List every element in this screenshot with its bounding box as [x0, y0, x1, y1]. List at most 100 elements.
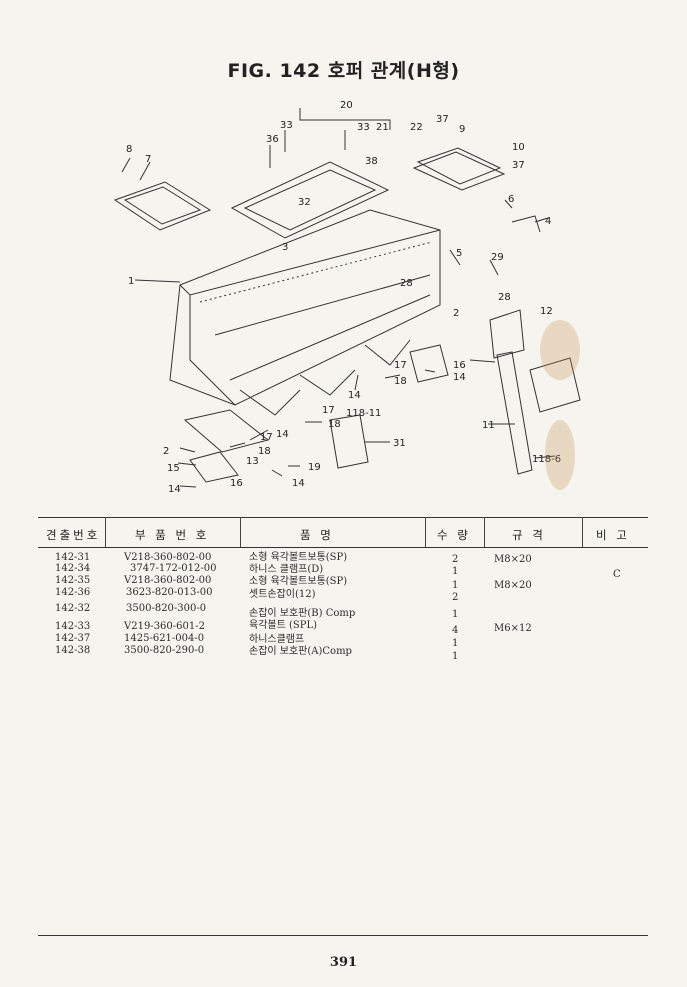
row-note: C — [613, 569, 621, 580]
header-ref: 견출번호 — [46, 528, 101, 542]
svg-text:2: 2 — [453, 308, 459, 319]
row-part-no: 3747-172-012-00 — [130, 563, 217, 574]
header-note: 비 고 — [596, 528, 630, 542]
row-ref: 142-33 — [55, 621, 91, 632]
svg-text:4: 4 — [545, 216, 551, 227]
row-part-no: V218-360-802-00 — [124, 575, 212, 586]
svg-text:9: 9 — [459, 124, 465, 135]
row-part-no: 3623-820-013-00 — [126, 587, 213, 598]
row-part-no: V219-360-601-2 — [124, 621, 205, 632]
svg-text:15: 15 — [167, 463, 180, 474]
row-ref: 142-31 — [55, 552, 91, 563]
row-qty: 1 — [452, 580, 459, 591]
row-spec: M8×20 — [494, 580, 532, 591]
svg-text:19: 19 — [308, 462, 321, 473]
svg-text:18: 18 — [258, 446, 271, 457]
row-ref: 142-35 — [55, 575, 91, 586]
stain-mark — [540, 320, 580, 380]
svg-text:16: 16 — [230, 478, 243, 489]
row-name: 하니스클램프 — [249, 634, 305, 645]
cover-plate-right — [416, 147, 502, 185]
header-qty: 수 량 — [437, 528, 471, 542]
column-divider — [484, 517, 485, 547]
svg-text:28: 28 — [498, 292, 511, 303]
svg-text:10: 10 — [512, 142, 525, 153]
svg-text:29: 29 — [491, 252, 504, 263]
row-spec: M8×20 — [494, 554, 532, 565]
svg-text:20: 20 — [340, 100, 353, 111]
svg-text:14: 14 — [453, 372, 466, 383]
row-ref: 142-37 — [55, 633, 91, 644]
row-qty: 2 — [452, 554, 459, 565]
svg-text:21: 21 — [376, 122, 389, 133]
svg-text:38: 38 — [365, 156, 378, 167]
row-qty: 1 — [452, 651, 459, 662]
svg-text:31: 31 — [393, 438, 406, 449]
svg-text:5: 5 — [456, 248, 462, 259]
hopper-exploded-diagram: 20 33 33 21 22 37 9 10 37 8 7 36 38 32 6… — [113, 100, 581, 495]
svg-text:28: 28 — [400, 278, 413, 289]
svg-text:36: 36 — [266, 134, 279, 145]
row-qty: 1 — [452, 638, 459, 649]
header-name: 품 명 — [300, 528, 334, 542]
row-part-no: 3500-820-290-0 — [124, 645, 205, 656]
svg-text:14: 14 — [292, 478, 305, 489]
svg-text:1: 1 — [128, 276, 134, 287]
cover-plate-left — [113, 181, 212, 231]
row-qty: 1 — [452, 609, 459, 620]
row-ref: 142-38 — [55, 645, 91, 656]
row-part-no: 3500-820-300-0 — [126, 603, 207, 614]
svg-text:16: 16 — [453, 360, 466, 371]
svg-text:14: 14 — [276, 429, 289, 440]
row-qty: 2 — [452, 592, 459, 603]
column-divider — [240, 517, 241, 547]
svg-text:33: 33 — [280, 120, 293, 131]
svg-text:14: 14 — [348, 390, 361, 401]
svg-text:3: 3 — [282, 242, 288, 253]
svg-text:17: 17 — [322, 405, 335, 416]
table-bottom-rule — [38, 935, 648, 936]
row-ref: 142-32 — [55, 603, 91, 614]
top-lid — [230, 161, 390, 239]
table-header-rule — [38, 547, 648, 548]
svg-text:17: 17 — [260, 432, 273, 443]
svg-text:37: 37 — [512, 160, 525, 171]
header-spec: 규 격 — [512, 528, 546, 542]
row-name: 손잡이 보호판(A)Comp — [249, 646, 352, 657]
svg-text:33: 33 — [357, 122, 370, 133]
row-ref: 142-34 — [55, 563, 91, 574]
figure-title: FIG. 142 호퍼 관계(H형) — [227, 60, 460, 82]
svg-text:32: 32 — [298, 197, 311, 208]
row-name: 육각볼트 (SPL) — [249, 620, 318, 631]
row-part-no: V218-360-802-00 — [124, 552, 212, 563]
svg-text:22: 22 — [410, 122, 423, 133]
svg-text:18: 18 — [328, 419, 341, 430]
svg-text:12: 12 — [540, 306, 553, 317]
svg-text:11: 11 — [482, 420, 495, 431]
svg-text:2: 2 — [163, 446, 169, 457]
row-name: 손잡이 보호판(B) Comp — [249, 608, 356, 619]
hopper-body — [169, 209, 441, 406]
page-number: 391 — [329, 955, 358, 970]
svg-text:6: 6 — [508, 194, 514, 205]
row-part-no: 1425-621-004-0 — [124, 633, 205, 644]
column-divider — [105, 517, 106, 547]
row-name: 소형 육각볼트보통(SP) — [249, 552, 348, 563]
header-part-no: 부 품 번 호 — [135, 528, 210, 542]
row-name: 소형 육각볼트보통(SP) — [249, 576, 348, 587]
svg-text:118-6: 118-6 — [532, 454, 561, 465]
row-qty: 1 — [452, 566, 459, 577]
svg-text:18: 18 — [394, 376, 407, 387]
row-ref: 142-36 — [55, 587, 91, 598]
callout-labels: 20 33 33 21 22 37 9 10 37 8 7 36 38 32 6… — [126, 100, 561, 495]
column-divider — [425, 517, 426, 547]
svg-text:118-11: 118-11 — [346, 408, 381, 419]
stain-mark — [545, 420, 575, 490]
row-spec: M6×12 — [494, 623, 532, 634]
bottom-plate — [183, 409, 270, 453]
side-frame — [496, 351, 533, 475]
svg-text:8: 8 — [126, 144, 132, 155]
row-name: 셋트손잡이(12) — [249, 589, 316, 600]
svg-text:14: 14 — [168, 484, 181, 495]
row-name: 하니스 클램프(D) — [249, 564, 324, 575]
